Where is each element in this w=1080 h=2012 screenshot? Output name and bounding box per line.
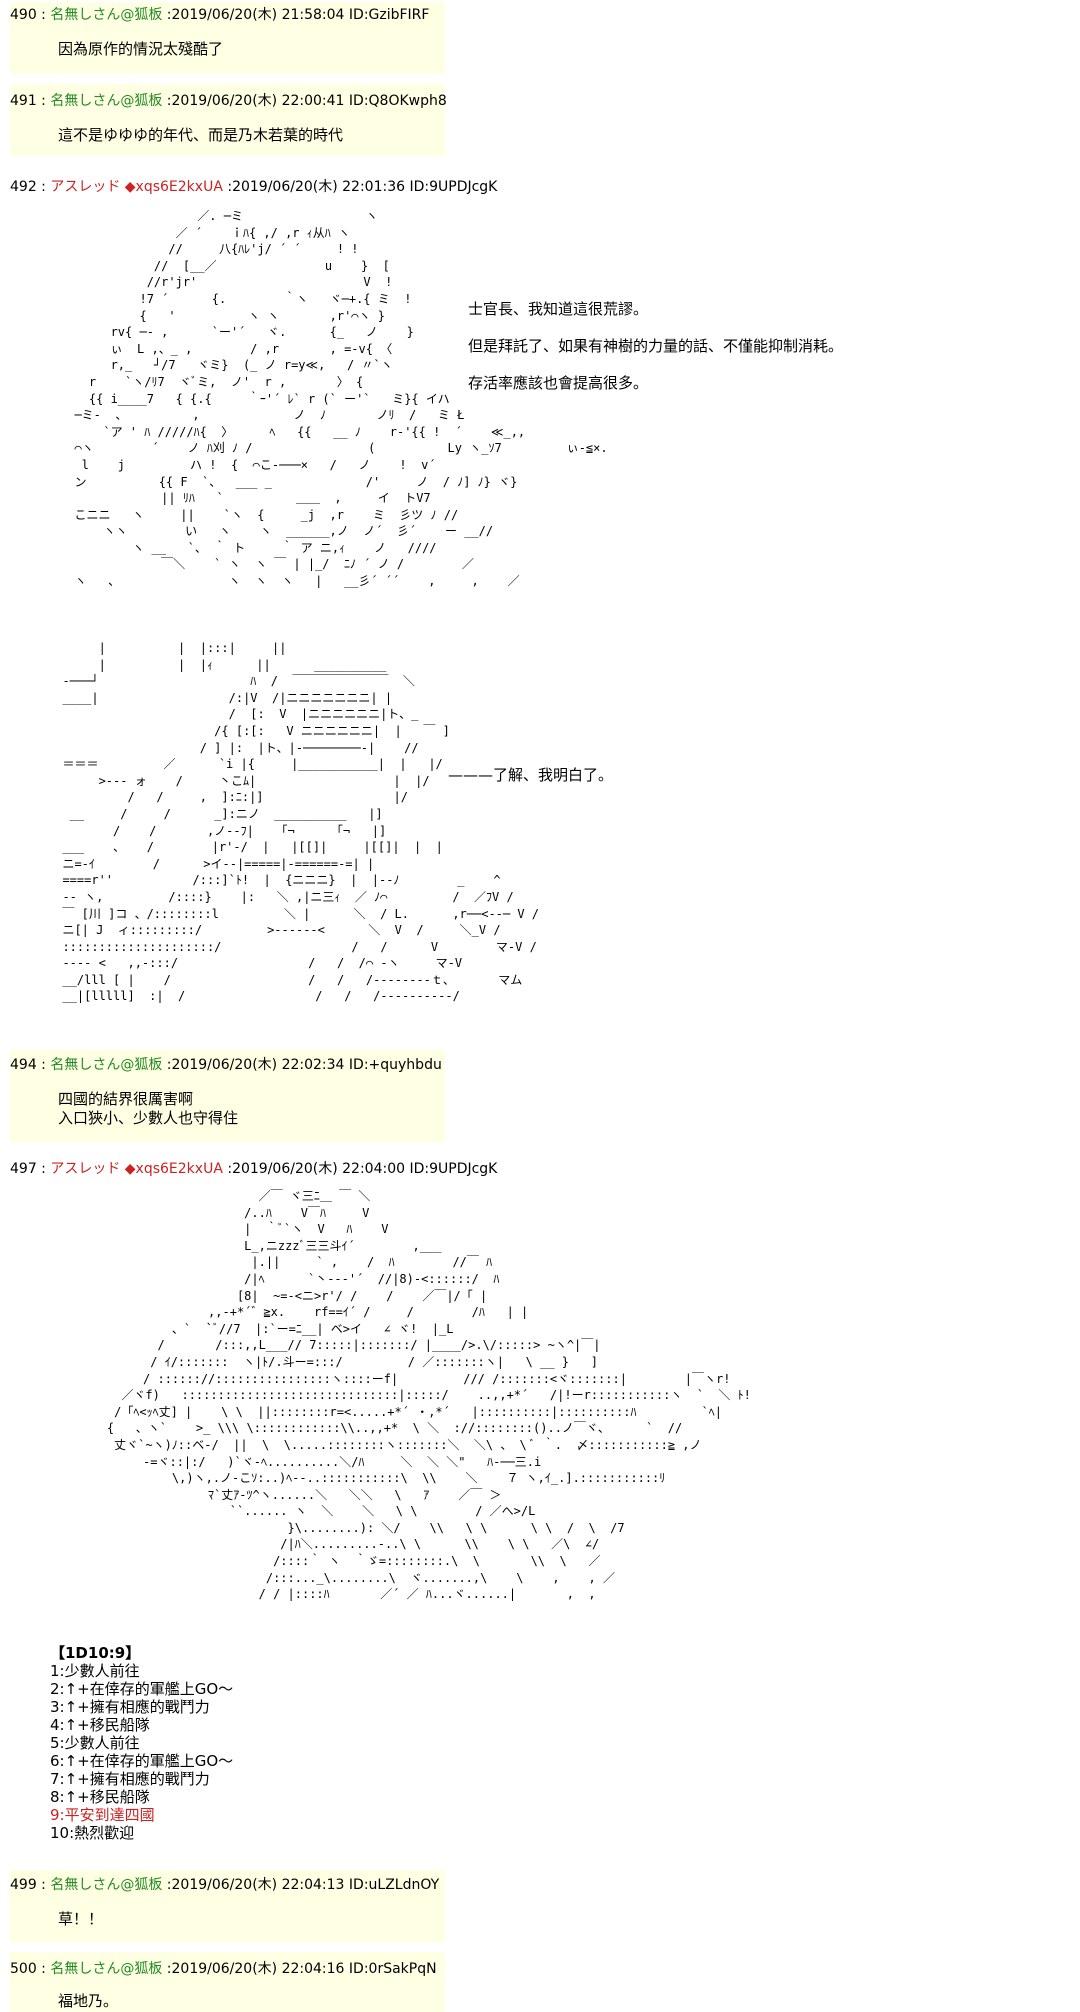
post-body: 這不是ゆゆゆ的年代、而是乃木若葉的時代: [58, 126, 344, 144]
post-number: 497 :: [10, 1161, 46, 1177]
poster-name[interactable]: アスレッド ◆xqs6E2kxUA: [50, 1161, 223, 1177]
dice-item: 3:↑+擁有相應的戰鬥力: [50, 1698, 210, 1716]
post-meta: :2019/06/20(木) 22:01:36 ID:9UPDJcgK: [227, 179, 498, 195]
ascii-art-character: ／. ─ミ ヽ ／ ´ ｉﾊ{ ,/ ,r ｨ从ﾊ ヽ // 八{ﾊﾚ'j/ ´…: [74, 209, 608, 589]
post-number: 500 :: [10, 1961, 46, 1977]
dice-title: 【1D10:9】: [50, 1644, 141, 1662]
dice-result-list: 【1D10:9】 1:少數人前往 2:↑+在倖存的軍艦上GO～ 3:↑+擁有相應…: [50, 1644, 233, 1842]
dice-item: 4:↑+移民船隊: [50, 1716, 150, 1734]
post-bg: [10, 1870, 445, 1942]
speech-text: 存活率應該也會提高很多。: [468, 374, 649, 392]
speech-text: 但是拜託了、如果有神樹的力量的話、不僅能抑制消耗。: [468, 337, 844, 355]
dice-item: 8:↑+移民船隊: [50, 1788, 150, 1806]
post-number: 494 :: [10, 1057, 46, 1073]
dice-item: 10:熱烈歡迎: [50, 1824, 135, 1842]
post-header-490: 490 : 名無しさん@狐板 :2019/06/20(木) 21:58:04 I…: [10, 6, 429, 24]
ascii-art-building: | | |:::| || | | |ｨ || __________ -───┘ …: [62, 641, 540, 1004]
post-body: 因為原作的情況太殘酷了: [58, 40, 224, 58]
post-body: 四國的結界很厲害啊: [58, 1090, 194, 1108]
post-meta: :2019/06/20(木) 22:00:41 ID:Q8OKwph8: [166, 93, 447, 109]
poster-name[interactable]: 名無しさん@狐板: [50, 1877, 163, 1893]
dice-item: 1:少數人前往: [50, 1662, 140, 1680]
post-bg: [10, 84, 445, 156]
post-meta: :2019/06/20(木) 22:04:16 ID:0rSakPqN: [166, 1961, 437, 1977]
dice-item: 2:↑+在倖存的軍艦上GO～: [50, 1680, 234, 1698]
dice-item: 7:↑+擁有相應的戰鬥力: [50, 1770, 210, 1788]
post-number: 499 :: [10, 1877, 46, 1893]
post-header-494: 494 : 名無しさん@狐板 :2019/06/20(木) 22:02:34 I…: [10, 1056, 442, 1074]
post-number: 490 :: [10, 7, 46, 23]
post-meta: :2019/06/20(木) 21:58:04 ID:GzibFIRF: [166, 7, 430, 23]
post-meta: :2019/06/20(木) 22:04:13 ID:uLZLdnOY: [166, 1877, 440, 1893]
post-number: 492 :: [10, 179, 46, 195]
speech-text: ———了解、我明白了。: [448, 766, 614, 784]
speech-text: 士官長、我知道這很荒謬。: [468, 300, 649, 318]
post-body: 草！！: [58, 1910, 104, 1928]
post-bg: [10, 2, 445, 74]
post-meta: :2019/06/20(木) 22:02:34 ID:+quyhbdu: [166, 1057, 442, 1073]
dice-item: 5:少數人前往: [50, 1734, 140, 1752]
poster-name[interactable]: 名無しさん@狐板: [50, 7, 163, 23]
post-header-499: 499 : 名無しさん@狐板 :2019/06/20(木) 22:04:13 I…: [10, 1876, 439, 1894]
poster-name[interactable]: アスレッド ◆xqs6E2kxUA: [50, 179, 223, 195]
post-body: 入口狹小、少數人也守得住: [58, 1109, 239, 1127]
poster-name[interactable]: 名無しさん@狐板: [50, 1961, 163, 1977]
post-header-500: 500 : 名無しさん@狐板 :2019/06/20(木) 22:04:16 I…: [10, 1960, 437, 1978]
poster-name[interactable]: 名無しさん@狐板: [50, 93, 163, 109]
post-body: 福地乃。: [58, 1992, 119, 2010]
post-header-491: 491 : 名無しさん@狐板 :2019/06/20(木) 22:00:41 I…: [10, 92, 447, 110]
post-header-497: 497 : アスレッド ◆xqs6E2kxUA :2019/06/20(木) 2…: [10, 1160, 497, 1178]
post-bg: [10, 1050, 445, 1142]
dice-item: 6:↑+在倖存的軍艦上GO～: [50, 1752, 234, 1770]
post-number: 491 :: [10, 93, 46, 109]
poster-name[interactable]: 名無しさん@狐板: [50, 1057, 163, 1073]
dice-item-selected: 9:平安到達四國: [50, 1806, 155, 1824]
post-header-492: 492 : アスレッド ◆xqs6E2kxUA :2019/06/20(木) 2…: [10, 178, 497, 196]
ascii-art-character-2: ／￣ ヾ三ﾆ＿ ￣ ＼ /..ﾊ V￣ﾊ V | ｀ﾞ`ヽ V ﾊ V L_,ニ…: [106, 1189, 751, 1602]
post-meta: :2019/06/20(木) 22:04:00 ID:9UPDJcgK: [227, 1161, 498, 1177]
